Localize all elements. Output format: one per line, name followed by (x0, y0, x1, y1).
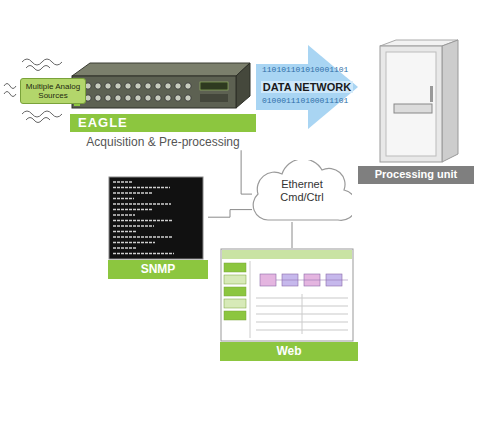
server-cabinet (358, 38, 470, 166)
terminal-screenshot (108, 176, 204, 260)
network-cloud: Ethernet Cmd/Ctrl (252, 160, 352, 222)
web-screenshot (220, 248, 354, 342)
panel-label: Web (220, 342, 358, 361)
unit-label: Processing unit (358, 166, 474, 184)
product-subtitle: Acquisition & Pre-processing (70, 132, 256, 150)
cloud-outline (252, 160, 352, 222)
edge-label: DATA NETWORK (261, 81, 353, 93)
source-label: Multiple Analog Sources (25, 82, 81, 100)
source-tag: Multiple Analog Sources (20, 78, 86, 104)
rack-device (70, 60, 252, 114)
control-link (292, 222, 293, 248)
web-panel: Web (220, 248, 358, 361)
processing-unit: Processing unit (358, 38, 474, 184)
acquisition-unit: EAGLEAcquisition & Pre-processing (70, 60, 256, 150)
binary-stream: 110101101010001101 (262, 65, 348, 75)
network-label: Ethernet Cmd/Ctrl (274, 178, 330, 204)
control-link (208, 210, 252, 218)
snmp-panel: SNMP (108, 176, 208, 279)
product-name: EAGLE (70, 114, 256, 132)
panel-label: SNMP (108, 260, 208, 279)
binary-stream: 010001110100011101 (262, 96, 348, 106)
control-link (241, 150, 252, 194)
